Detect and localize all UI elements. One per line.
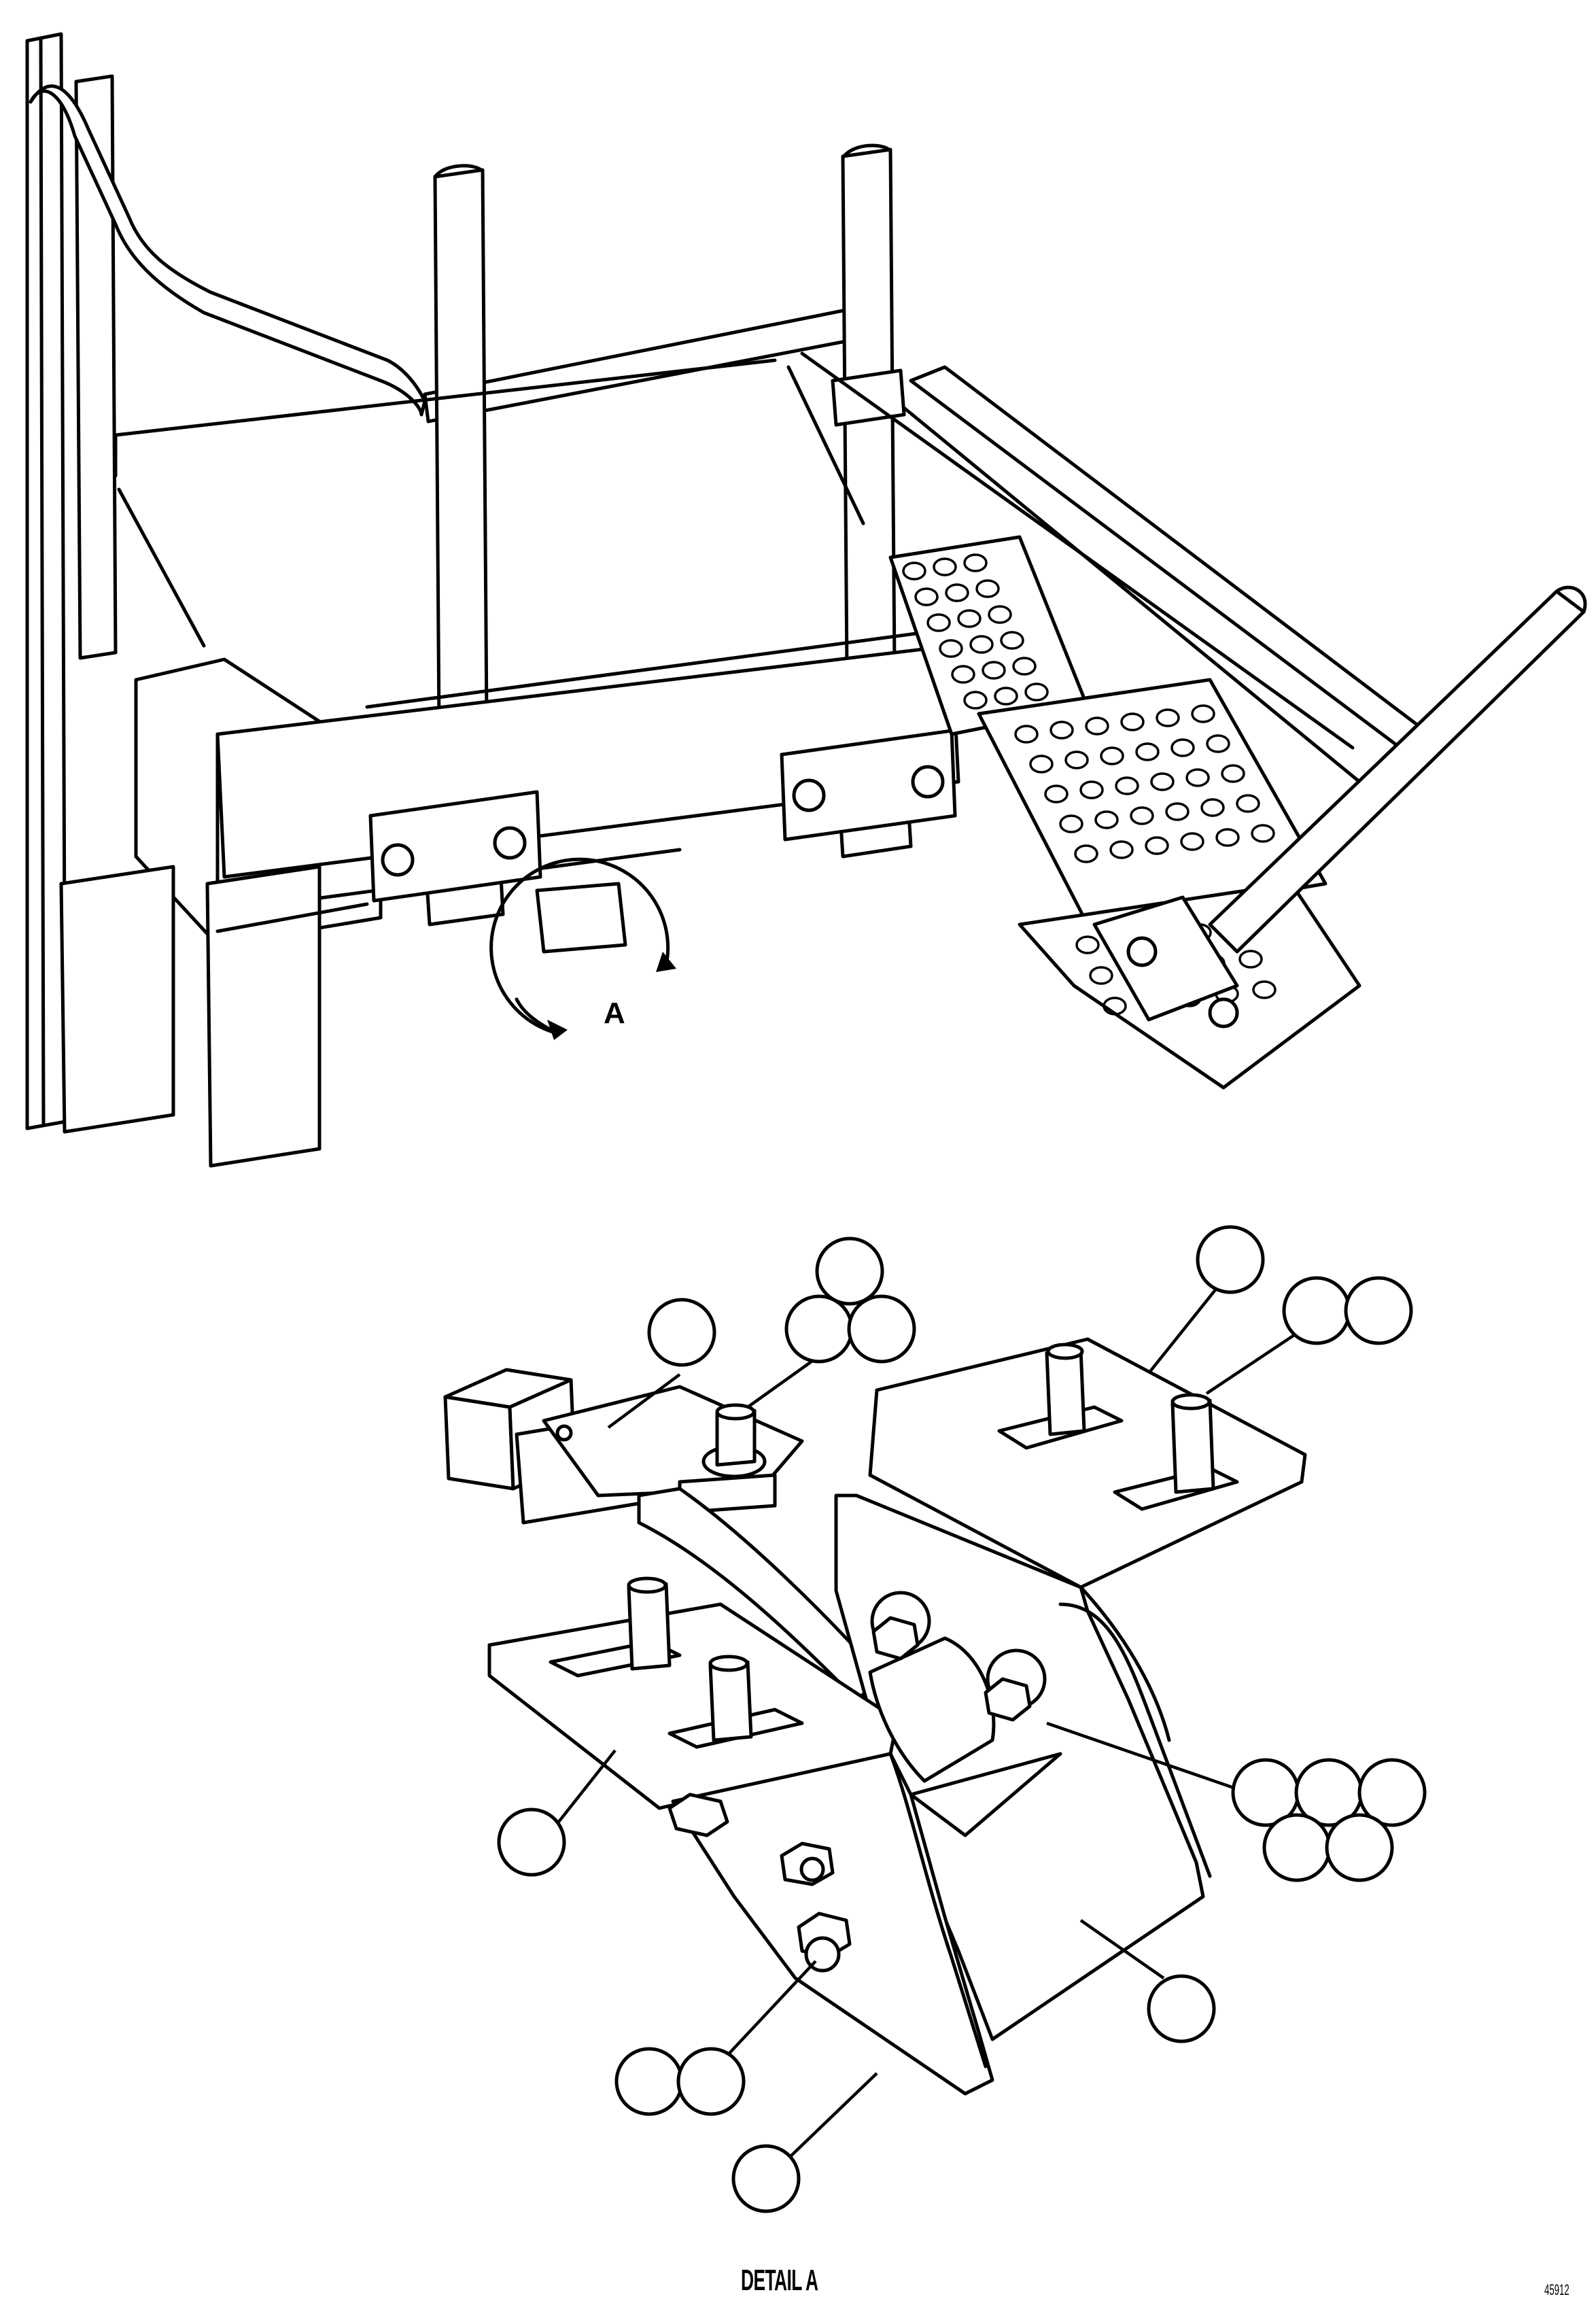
perforation-hole (1075, 935, 1100, 954)
detail-callout-letter: A (604, 997, 625, 1030)
perforation-hole (1044, 784, 1069, 803)
item-balloon (497, 1807, 566, 1877)
item-balloon (614, 2047, 684, 2116)
perforation-hole (1200, 798, 1225, 817)
perforation-hole (1130, 806, 1154, 825)
latch-plate (542, 1385, 804, 1515)
perforation-hole (1059, 814, 1083, 833)
perforation-hole (902, 561, 926, 581)
perforation-hole (1103, 997, 1127, 1016)
item-balloon (784, 1294, 854, 1364)
perforation-hole (1100, 746, 1124, 765)
perforation-hole (1215, 828, 1240, 847)
perforation-hole (1135, 742, 1160, 761)
perforation-hole (1206, 734, 1230, 753)
support-legs (59, 865, 369, 1168)
detail-title: DETAIL A (741, 2264, 818, 2297)
perforation-hole (1180, 832, 1204, 851)
leader-lines (557, 1287, 1310, 2160)
perforation-hole (969, 635, 994, 654)
perforation-hole (1150, 772, 1175, 791)
item-balloon (676, 2047, 746, 2116)
perforation-hole (1024, 682, 1049, 702)
perforation-hole (914, 587, 939, 606)
perforation-hole (1238, 950, 1263, 969)
perforation-hole (939, 639, 963, 658)
perforation-hole (1079, 780, 1104, 799)
perforation-hole (1029, 755, 1054, 774)
lower-slotted-plate (487, 1576, 899, 1810)
perforation-hole (1089, 966, 1113, 985)
perforation-hole (1074, 844, 1098, 863)
perforation-hole (1094, 810, 1119, 829)
perforation-hole (1000, 631, 1024, 650)
perforation-hole (1109, 840, 1134, 859)
clamp-blocks (368, 729, 957, 903)
perforation-hole (1165, 802, 1190, 821)
item-balloon (1262, 1813, 1332, 1882)
perforation-hole (1014, 725, 1039, 744)
item-balloon (731, 2144, 801, 2213)
perforation-hole (1064, 750, 1089, 769)
perforation-hole (1185, 768, 1210, 787)
perforation-hole (988, 605, 1012, 624)
perforation-hole (945, 583, 969, 602)
perforation-hole (926, 613, 951, 632)
platform-assembly-view: A (25, 32, 1587, 1168)
pivot-tube (868, 1636, 996, 1783)
perforation-hole (994, 687, 1018, 706)
stair-handrail (909, 365, 1587, 1028)
item-balloons (497, 1225, 1427, 2213)
item-balloon (1325, 1813, 1394, 1882)
item-balloon (647, 1298, 716, 1367)
perforation-hole (1221, 764, 1245, 783)
perforation-hole (951, 665, 975, 684)
item-balloon (1357, 1758, 1427, 1827)
perforation-hole (963, 691, 988, 710)
item-balloon (1196, 1225, 1265, 1294)
perforation-hole (1049, 721, 1074, 740)
drawing-number: 45912 (1544, 2281, 1569, 2298)
detail-a-bracket-view (443, 1225, 1427, 2213)
perforation-hole (1085, 716, 1109, 736)
item-balloon (815, 1236, 884, 1306)
item-balloon (847, 1294, 916, 1364)
hex-nuts (667, 1591, 1047, 1973)
perforation-hole (1170, 738, 1195, 757)
perforation-hole (1252, 980, 1277, 999)
perforation-hole (933, 557, 957, 576)
item-balloon (1147, 1974, 1216, 2043)
perforation-hole (957, 609, 982, 628)
perforation-hole (1191, 704, 1215, 723)
perforation-hole (963, 553, 988, 572)
perforation-hole (975, 579, 1000, 598)
upper-slotted-plate (868, 1337, 1307, 1589)
detail-callout: A (489, 857, 676, 1040)
item-balloon (1282, 1276, 1351, 1345)
perforation-hole (1156, 708, 1180, 727)
perforation-hole (1145, 836, 1169, 855)
perforation-hole (1115, 776, 1139, 795)
perforation-hole (1251, 824, 1275, 843)
perforation-hole (1236, 794, 1260, 813)
perforation-hole (1120, 712, 1145, 731)
perforation-hole (1012, 657, 1037, 676)
perforation-hole (982, 661, 1006, 680)
item-balloon (1344, 1276, 1413, 1345)
